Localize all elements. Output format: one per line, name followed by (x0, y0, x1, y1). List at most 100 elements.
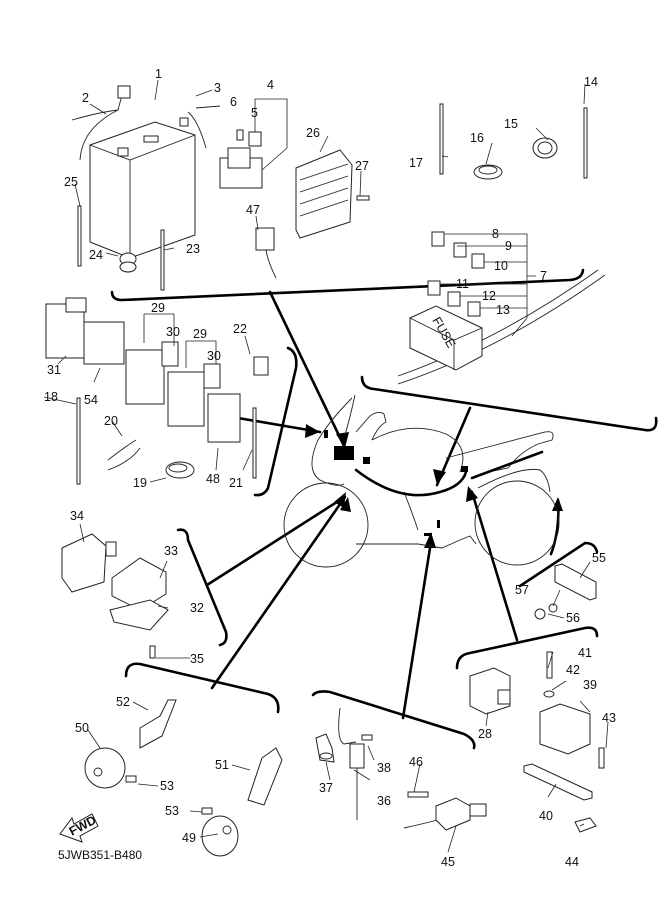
callout-7[interactable]: 7 (540, 269, 547, 283)
sidestand-switch (315, 707, 373, 820)
reflector (534, 563, 597, 620)
cable-ties (77, 103, 588, 291)
connector-47 (255, 227, 277, 279)
leader-lines (43, 79, 609, 853)
callout-16[interactable]: 16 (470, 131, 484, 145)
location-marker (334, 446, 354, 460)
callout-5[interactable]: 5 (251, 106, 258, 120)
callout-37[interactable]: 37 (319, 781, 333, 795)
battery (89, 117, 196, 259)
callout-26[interactable]: 26 (306, 126, 320, 140)
callout-52[interactable]: 52 (116, 695, 130, 709)
callout-38[interactable]: 38 (377, 761, 391, 775)
arrow-head (466, 486, 478, 502)
battery-cables (71, 85, 221, 161)
callouts: 1 2 3 4 5 6 7 8 9 10 11 12 13 14 15 16 1… (44, 67, 616, 869)
callout-56[interactable]: 56 (566, 611, 580, 625)
callout-8[interactable]: 8 (492, 227, 499, 241)
arrow-head (340, 497, 351, 512)
motorcycle-outline (283, 394, 560, 568)
callout-22[interactable]: 22 (233, 322, 247, 336)
fwd-arrow: FWD (59, 813, 99, 843)
callout-1[interactable]: 1 (155, 67, 162, 81)
callout-30a[interactable]: 30 (166, 325, 180, 339)
location-marker (424, 533, 432, 536)
callout-19[interactable]: 19 (133, 476, 147, 490)
callout-20[interactable]: 20 (104, 414, 118, 428)
direction-arrows (305, 424, 563, 548)
location-marker (324, 430, 328, 438)
callout-43[interactable]: 43 (602, 711, 616, 725)
callout-32[interactable]: 32 (190, 601, 204, 615)
location-marker (461, 466, 468, 472)
callout-2[interactable]: 2 (82, 91, 89, 105)
callout-40[interactable]: 40 (539, 809, 553, 823)
callout-42[interactable]: 42 (566, 663, 580, 677)
fuse-box: FUSE (397, 269, 606, 385)
callout-31[interactable]: 31 (47, 363, 61, 377)
callout-11[interactable]: 11 (456, 277, 469, 291)
harness-clips (76, 356, 269, 485)
callout-41[interactable]: 41 (578, 646, 592, 660)
callout-9[interactable]: 9 (505, 239, 512, 253)
fuses (427, 231, 485, 317)
callout-4[interactable]: 4 (267, 78, 274, 92)
group-brackets (110, 268, 658, 750)
callout-39[interactable]: 39 (583, 678, 597, 692)
callout-57[interactable]: 57 (515, 583, 529, 597)
callout-24[interactable]: 24 (89, 248, 103, 262)
callout-50[interactable]: 50 (75, 721, 89, 735)
callout-33[interactable]: 33 (164, 544, 178, 558)
callout-54[interactable]: 54 (84, 393, 98, 407)
callout-34[interactable]: 34 (70, 509, 84, 523)
speed-sensor (403, 791, 487, 831)
arrow-head (433, 469, 446, 485)
callout-27[interactable]: 27 (355, 159, 369, 173)
starter-relay (219, 129, 263, 189)
callout-28[interactable]: 28 (478, 727, 492, 741)
location-marker (437, 520, 440, 528)
clamp-24 (119, 252, 137, 273)
callout-35[interactable]: 35 (190, 652, 204, 666)
callout-53b[interactable]: 53 (165, 804, 179, 818)
relays (45, 297, 241, 443)
callout-23[interactable]: 23 (186, 242, 200, 256)
callout-44[interactable]: 44 (565, 855, 579, 869)
callout-29a[interactable]: 29 (151, 301, 165, 315)
callout-51[interactable]: 51 (215, 758, 229, 772)
callout-12[interactable]: 12 (482, 289, 496, 303)
rectifier-regulator (295, 149, 370, 239)
arrow-head (336, 432, 349, 448)
diagram-code: 5JWB351-B480 (58, 848, 142, 862)
callout-18[interactable]: 18 (44, 390, 58, 404)
callout-10[interactable]: 10 (494, 259, 508, 273)
callout-15[interactable]: 15 (504, 117, 518, 131)
callout-30b[interactable]: 30 (207, 349, 221, 363)
relay-28 (469, 667, 511, 715)
callout-49[interactable]: 49 (182, 831, 196, 845)
arrow-head (305, 424, 320, 438)
callout-47[interactable]: 47 (246, 203, 260, 217)
callout-48[interactable]: 48 (206, 472, 220, 486)
callout-36[interactable]: 36 (377, 794, 391, 808)
callout-55[interactable]: 55 (592, 551, 606, 565)
callout-21[interactable]: 21 (229, 476, 243, 490)
callout-46[interactable]: 46 (409, 755, 423, 769)
arrow-head (334, 492, 346, 508)
callout-45[interactable]: 45 (441, 855, 455, 869)
grommets (473, 137, 558, 180)
callout-14[interactable]: 14 (584, 75, 598, 89)
callout-17[interactable]: 17 (409, 156, 423, 170)
callout-13[interactable]: 13 (496, 303, 510, 317)
ecu-mount (61, 533, 169, 659)
callout-53a[interactable]: 53 (160, 779, 174, 793)
location-marker (363, 457, 370, 464)
callout-3[interactable]: 3 (214, 81, 221, 95)
callout-25[interactable]: 25 (64, 175, 78, 189)
callout-6[interactable]: 6 (230, 95, 237, 109)
ignition-unit-mount (523, 651, 605, 833)
callout-29b[interactable]: 29 (193, 327, 207, 341)
arrow-head (552, 497, 563, 511)
arrow-head (424, 532, 436, 548)
